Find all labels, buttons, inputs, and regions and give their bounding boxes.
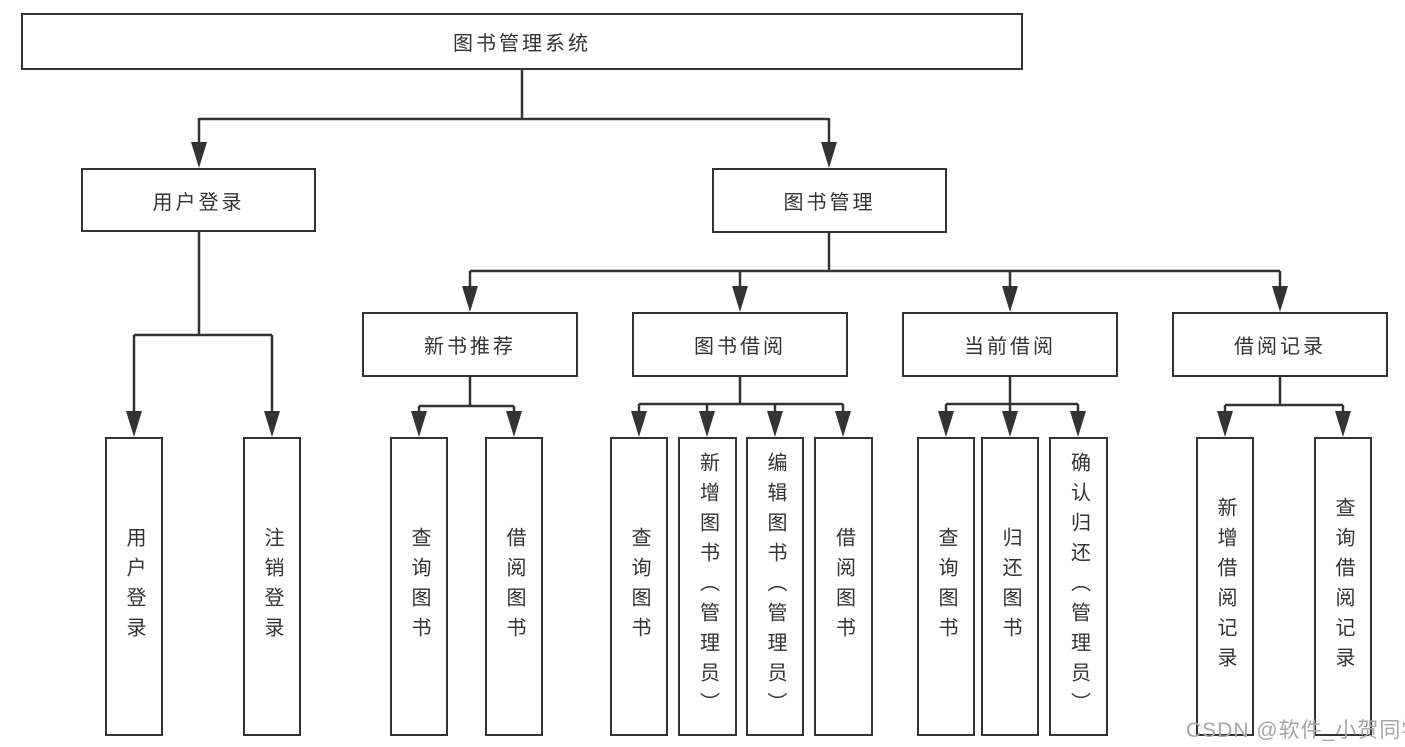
node-book-borrowing: 图书借阅 xyxy=(632,312,848,377)
leaf-borrow-add-books-admin: 新增图书（管理员） xyxy=(678,437,737,736)
node-borrowing-records: 借阅记录 xyxy=(1172,312,1388,377)
leaf-logout: 注销登录 xyxy=(243,437,301,736)
leaf-current-return-books: 归还图书 xyxy=(981,437,1039,736)
leaf-borrow-edit-books-admin: 编辑图书（管理员） xyxy=(746,437,804,736)
leaf-records-query-record: 查询借阅记录 xyxy=(1314,437,1372,736)
leaf-borrow-borrow-books: 借阅图书 xyxy=(814,437,873,736)
csdn-watermark: CSDN @软件_小贺同学 xyxy=(1186,719,1405,742)
leaf-current-query-books: 查询图书 xyxy=(917,437,975,736)
leaf-borrow-query-books: 查询图书 xyxy=(610,437,668,736)
node-book-management: 图书管理 xyxy=(712,168,947,233)
leaf-records-add-record: 新增借阅记录 xyxy=(1196,437,1254,736)
leaf-newbook-borrow-books: 借阅图书 xyxy=(485,437,543,736)
leaf-newbook-query-books: 查询图书 xyxy=(390,437,448,736)
leaf-current-confirm-return-admin: 确认归还（管理员） xyxy=(1049,437,1108,736)
node-new-book-recommend: 新书推荐 xyxy=(362,312,578,377)
node-root-system: 图书管理系统 xyxy=(21,13,1023,70)
leaf-user-login: 用户登录 xyxy=(105,437,163,736)
node-user-login: 用户登录 xyxy=(81,168,316,232)
node-current-borrowing: 当前借阅 xyxy=(902,312,1118,377)
